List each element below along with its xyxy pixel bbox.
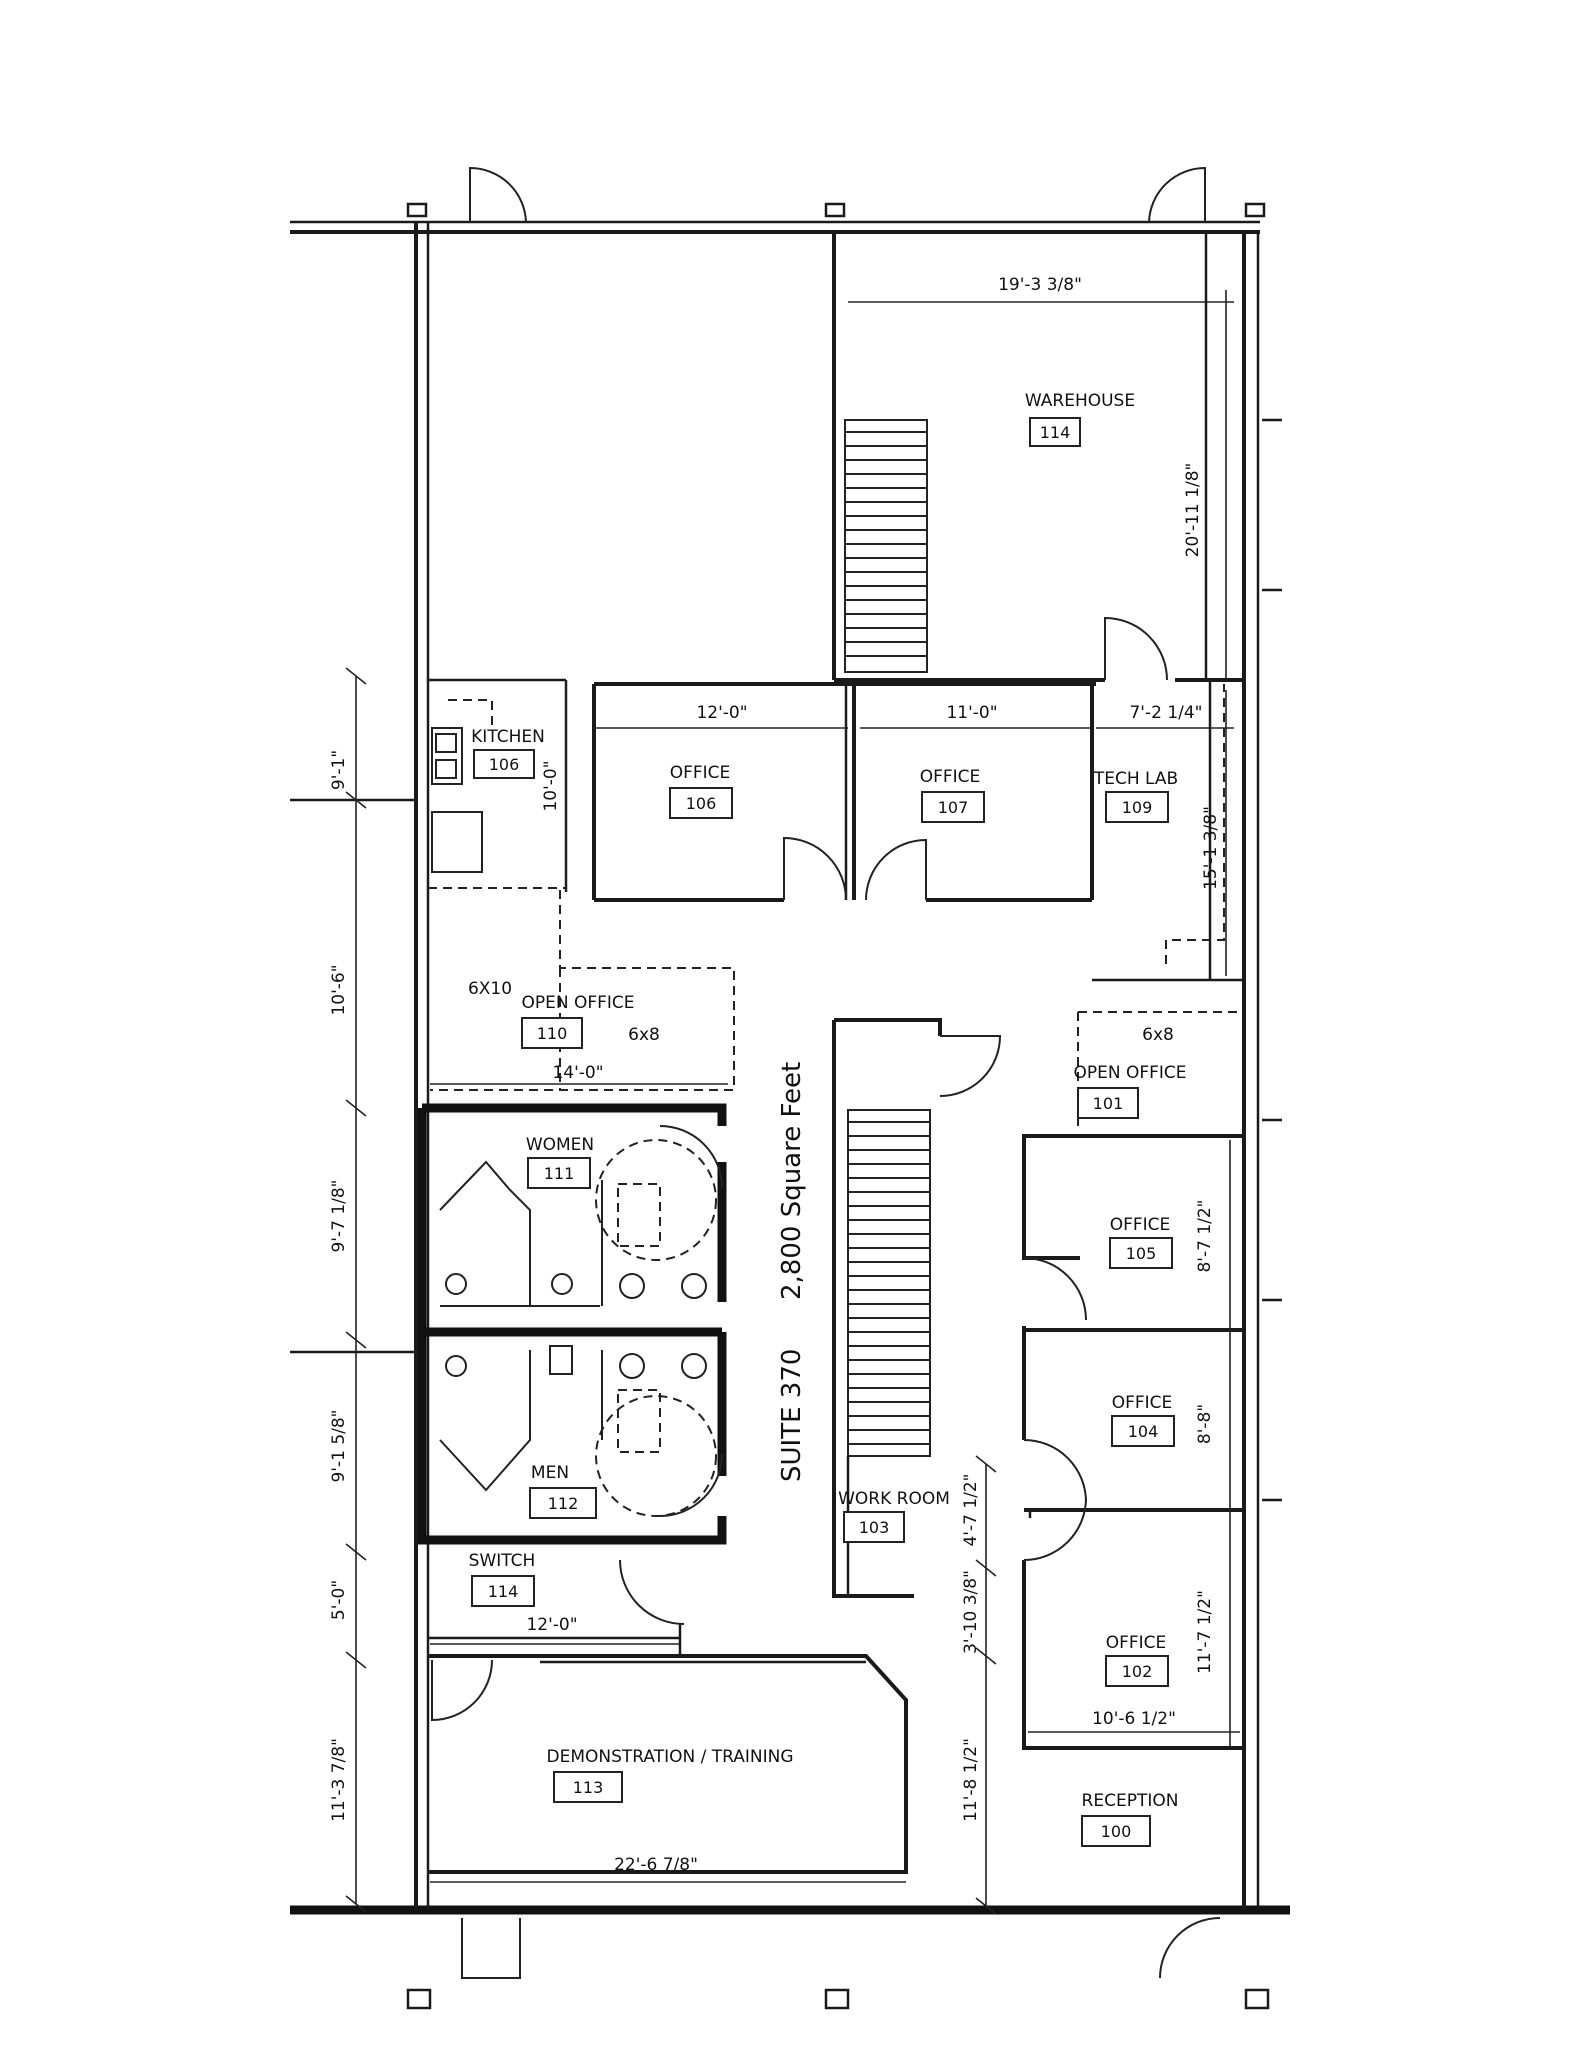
work-room-name: WORK ROOM bbox=[838, 1489, 950, 1509]
dimension-ticks bbox=[345, 667, 997, 1915]
dim-open-office-width: 14'-0" bbox=[552, 1063, 603, 1083]
women-number: 111 bbox=[544, 1164, 575, 1183]
open-office-110-number: 110 bbox=[537, 1024, 568, 1043]
switch-name: SWITCH bbox=[469, 1551, 536, 1571]
open-office-101-name: OPEN OFFICE bbox=[1073, 1063, 1186, 1083]
demo-room bbox=[428, 1654, 908, 1874]
women-name: WOMEN bbox=[526, 1135, 594, 1155]
kitchen-name: KITCHEN bbox=[471, 727, 545, 747]
central-stairs bbox=[848, 1121, 930, 1445]
dim-warehouse-height: 20'-11 1/8" bbox=[1183, 463, 1203, 558]
dim-mid-3: 11'-8 1/2" bbox=[961, 1738, 981, 1822]
switch-number: 114 bbox=[488, 1582, 519, 1601]
office-105-number: 105 bbox=[1126, 1244, 1157, 1263]
men-number: 112 bbox=[548, 1494, 579, 1513]
bottom-doors bbox=[461, 1917, 1221, 1979]
dim-demo-width: 22'-6 7/8" bbox=[614, 1855, 698, 1875]
office-106-number: 106 bbox=[686, 794, 717, 813]
warehouse-name: WAREHOUSE bbox=[1025, 391, 1135, 411]
dimension-tick bbox=[345, 1331, 367, 1349]
dim-left-1: 9'-1" bbox=[329, 750, 349, 790]
dim-office107-width: 11'-0" bbox=[946, 703, 997, 723]
warehouse-stairs bbox=[845, 431, 927, 657]
reception-number: 100 bbox=[1101, 1822, 1132, 1841]
east-offices bbox=[1022, 1134, 1244, 1750]
men-name: MEN bbox=[531, 1463, 569, 1483]
room-labels: WAREHOUSE 114 KITCHEN 106 OFFICE 106 OFF… bbox=[468, 391, 1187, 1847]
tech-lab-name: TECH LAB bbox=[1093, 769, 1178, 789]
demo-number: 113 bbox=[573, 1778, 604, 1797]
square-feet-label: 2,800 Square Feet bbox=[777, 1062, 807, 1300]
top-doors bbox=[469, 166, 1206, 223]
suite-label: SUITE 370 bbox=[777, 1349, 807, 1482]
dim-left-3: 9'-7 1/8" bbox=[329, 1179, 349, 1252]
dim-office102-height: 11'-7 1/2" bbox=[1195, 1590, 1215, 1674]
dimension-lines bbox=[345, 290, 1240, 1915]
office-104-number: 104 bbox=[1128, 1422, 1159, 1441]
office-107-number: 107 bbox=[938, 798, 969, 817]
office-102-name: OFFICE bbox=[1106, 1633, 1167, 1653]
office-105-name: OFFICE bbox=[1110, 1215, 1171, 1235]
dim-office105-height: 8'-7 1/2" bbox=[1195, 1199, 1215, 1272]
office-102-number: 102 bbox=[1122, 1662, 1153, 1681]
dimension-tick bbox=[975, 1647, 997, 1665]
suite-title: 2,800 Square Feet SUITE 370 bbox=[777, 1062, 807, 1482]
demo-name: DEMONSTRATION / TRAINING bbox=[546, 1747, 793, 1767]
dim-left-4: 9'-1 5/8" bbox=[329, 1409, 349, 1482]
restrooms bbox=[417, 1103, 727, 1545]
six-by-ten-note: 6X10 bbox=[468, 979, 512, 999]
exterior-walls bbox=[290, 202, 1290, 2010]
dim-left-6: 11'-3 7/8" bbox=[329, 1738, 349, 1822]
dim-office106-width: 12'-0" bbox=[696, 703, 747, 723]
office-107-name: OFFICE bbox=[920, 767, 981, 787]
dimension-tick bbox=[975, 1455, 997, 1473]
open-office-101-number: 101 bbox=[1093, 1094, 1124, 1113]
work-room-number: 103 bbox=[859, 1518, 890, 1537]
dimension-labels: 19'-3 3/8" 20'-11 1/8" 12'-0" 11'-0" 7'-… bbox=[329, 275, 1221, 1875]
kitchen-number: 106 bbox=[489, 755, 520, 774]
tech-lab-number: 109 bbox=[1122, 798, 1153, 817]
office-104-name: OFFICE bbox=[1112, 1393, 1173, 1413]
dim-mid-1: 4'-7 1/2" bbox=[961, 1473, 981, 1546]
north-offices bbox=[592, 680, 1244, 982]
open-office-110-name: OPEN OFFICE bbox=[521, 993, 634, 1013]
dimension-tick bbox=[345, 1895, 367, 1913]
dim-office104-height: 8'-8" bbox=[1195, 1404, 1215, 1444]
dim-switch-width: 12'-0" bbox=[526, 1615, 577, 1635]
reception-name: RECEPTION bbox=[1082, 1791, 1179, 1811]
dimension-tick bbox=[345, 791, 367, 809]
dim-kitchen-height: 10'-0" bbox=[541, 760, 561, 811]
six-by-eight-note-b: 6x8 bbox=[1142, 1025, 1174, 1045]
dim-left-5: 5'-0" bbox=[329, 1580, 349, 1620]
dim-mid-2: 3'-10 3/8" bbox=[961, 1570, 981, 1654]
switch-room bbox=[428, 1559, 685, 1656]
dim-techlab-height: 15'-1 3/8" bbox=[1201, 806, 1221, 890]
dimension-tick bbox=[345, 1543, 367, 1561]
dim-techlab-width: 7'-2 1/4" bbox=[1129, 703, 1202, 723]
dim-left-2: 10'-6" bbox=[329, 964, 349, 1015]
dim-office102-width: 10'-6 1/2" bbox=[1092, 1709, 1176, 1729]
six-by-eight-note-a: 6x8 bbox=[628, 1025, 660, 1045]
dimension-tick bbox=[345, 1651, 367, 1669]
warehouse-room bbox=[832, 232, 1244, 682]
dim-warehouse-width: 19'-3 3/8" bbox=[998, 275, 1082, 295]
dimension-tick bbox=[345, 667, 367, 685]
dimension-tick bbox=[975, 1559, 997, 1577]
office-106-name: OFFICE bbox=[670, 763, 731, 783]
warehouse-number: 114 bbox=[1040, 423, 1071, 442]
dimension-tick bbox=[975, 1897, 997, 1915]
dimension-tick bbox=[345, 1099, 367, 1117]
